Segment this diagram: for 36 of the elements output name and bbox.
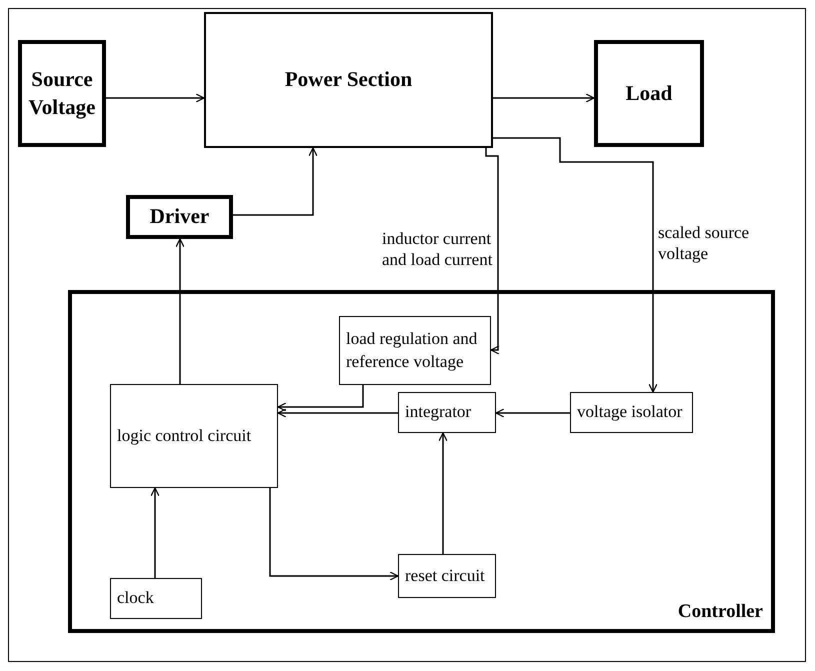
node-label: voltage isolator <box>577 401 682 424</box>
arrow <box>175 238 185 384</box>
block-box <box>110 384 278 488</box>
arrow <box>493 137 658 393</box>
arrow <box>485 148 500 355</box>
arrow <box>150 487 160 578</box>
node-label: integrator <box>405 401 472 424</box>
block-box <box>204 12 493 148</box>
block-box <box>339 316 491 385</box>
edge-label: inductor current and load current <box>382 228 494 270</box>
group-label: Controller <box>678 601 763 623</box>
arrow <box>277 408 398 418</box>
arrow <box>269 488 399 581</box>
node-label: Load <box>626 80 672 107</box>
edge-label: scaled source voltage <box>658 222 750 264</box>
node-label: Driver <box>150 203 210 230</box>
arrow <box>233 147 318 216</box>
node-label: clock <box>117 587 154 610</box>
block-box <box>398 554 496 598</box>
block-box <box>594 40 704 147</box>
block-box <box>570 392 693 433</box>
block-box <box>18 40 106 147</box>
block-box <box>126 195 233 239</box>
node-label: load regulation and reference voltage <box>346 328 478 373</box>
group-box <box>68 290 775 633</box>
arrow <box>438 432 448 554</box>
node-label: logic control circuit <box>117 424 252 447</box>
node-label: Power Section <box>284 66 412 94</box>
block-box <box>110 578 202 619</box>
node-label: Source Voltage <box>28 66 96 121</box>
arrow <box>277 385 364 412</box>
node-label: reset circuit <box>405 564 485 587</box>
arrow <box>495 408 570 418</box>
arrow <box>493 93 595 103</box>
block-box <box>398 392 496 433</box>
arrow <box>106 93 205 103</box>
